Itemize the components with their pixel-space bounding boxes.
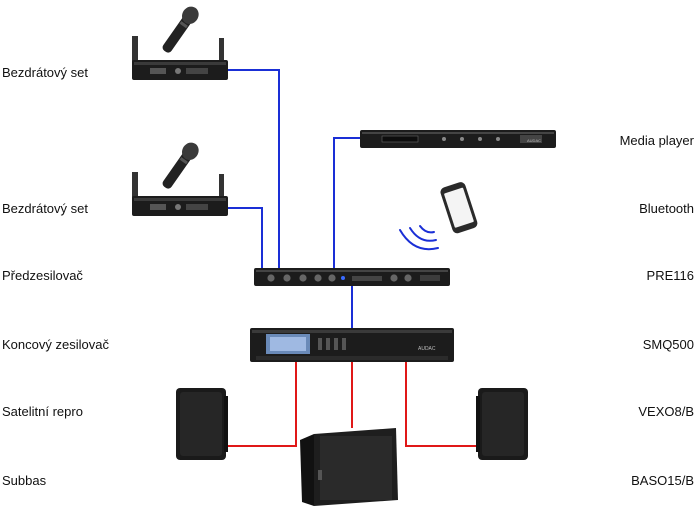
label-baso15b: BASO15/B <box>631 473 694 488</box>
satellite-speaker-right <box>476 388 528 460</box>
microphone-icon <box>162 6 199 53</box>
speaker-wires <box>226 362 478 447</box>
media-player-unit <box>360 130 556 148</box>
label-media-player: Media player <box>619 133 694 148</box>
label-subbass: Subbas <box>2 473 47 488</box>
subwoofer <box>300 428 398 506</box>
label-bluetooth: Bluetooth <box>639 201 694 216</box>
smartphone-icon <box>440 182 478 234</box>
label-smq500: SMQ500 <box>642 337 694 352</box>
label-preamp: Předzesilovač <box>2 268 83 283</box>
wire-wireless2-to-preamp <box>228 207 263 270</box>
satellite-speaker-left <box>176 388 228 460</box>
power-amp-unit <box>250 328 454 362</box>
label-pre116: PRE116 <box>646 268 694 283</box>
signal-wires <box>228 69 360 328</box>
label-satellite: Satelitní repro <box>2 404 83 419</box>
wire-amp-to-satellite-left <box>226 362 297 447</box>
media-player-brand: AUDAC <box>527 138 541 143</box>
wireless-receiver-2 <box>132 172 228 216</box>
label-wireless-set-2: Bezdrátový set <box>2 201 88 216</box>
microphone-icon <box>162 142 199 189</box>
amp-brand: AUDAC <box>418 346 436 352</box>
wireless-receiver-1 <box>132 36 228 80</box>
wire-media-to-preamp <box>333 137 360 270</box>
wire-amp-to-satellite-right <box>405 362 478 447</box>
label-power-amp: Koncový zesilovač <box>2 337 109 352</box>
label-vexo8b: VEXO8/B <box>638 404 694 419</box>
wire-wireless1-to-preamp <box>228 69 280 270</box>
label-wireless-set-1: Bezdrátový set <box>2 65 88 80</box>
bluetooth-waves-icon <box>399 225 439 251</box>
preamp-unit <box>254 268 450 286</box>
